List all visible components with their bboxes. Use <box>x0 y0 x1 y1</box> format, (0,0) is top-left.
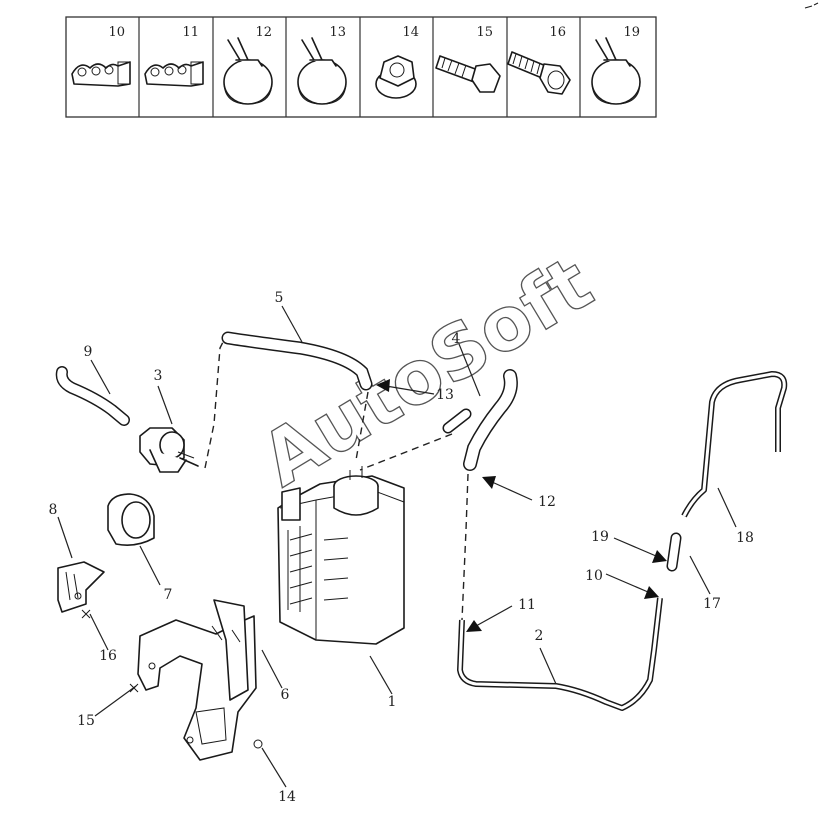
callout-13: 13 <box>436 387 454 403</box>
routing-line <box>204 335 227 469</box>
rubber-mount-icon <box>107 493 155 546</box>
legend-cell-number: 13 <box>329 25 346 40</box>
hose-clip-icon <box>144 61 204 87</box>
callout-4: 4 <box>452 331 461 347</box>
legend-cell-number: 14 <box>402 25 419 40</box>
hose-clip-icon <box>71 61 131 87</box>
callout-8: 8 <box>49 502 58 518</box>
callout-7: 7 <box>164 587 173 603</box>
callout-11: 11 <box>518 597 536 613</box>
legend-cell-number: 19 <box>623 25 640 40</box>
hose-clamp-icon <box>591 37 641 105</box>
callout-2: 2 <box>535 628 544 644</box>
arrow-13 <box>376 379 435 395</box>
parts-legend: 10 11 12 13 14 15 16 19 <box>65 16 657 118</box>
callout-12: 12 <box>538 494 556 510</box>
callout-10: 10 <box>585 568 603 584</box>
watermark: AutoSoft <box>247 240 607 503</box>
legend-cell-number: 11 <box>182 25 199 40</box>
callout-18: 18 <box>736 530 754 546</box>
callout-1: 1 <box>388 694 397 710</box>
flange-bolt-icon <box>435 55 501 93</box>
callout-17: 17 <box>703 596 721 612</box>
pipe-part-2 <box>457 597 663 711</box>
callout-15: 15 <box>77 713 95 729</box>
arrow-12 <box>482 476 533 501</box>
hose-clamp-icon <box>223 37 273 105</box>
arrow-19 <box>613 537 667 563</box>
callout-16: 16 <box>99 648 117 664</box>
callout-14: 14 <box>278 789 296 805</box>
arrow-11 <box>466 605 513 632</box>
callout-9: 9 <box>84 344 93 360</box>
purge-valve-icon <box>139 427 199 473</box>
legend-cell-number: 12 <box>255 25 272 40</box>
callout-3: 3 <box>154 368 163 384</box>
legend-cell-number: 15 <box>476 25 493 40</box>
legend-cell-number: 16 <box>549 25 566 40</box>
mounting-bracket-icon <box>137 599 257 761</box>
callout-5: 5 <box>275 290 284 306</box>
callout-19: 19 <box>591 529 609 545</box>
arrow-10 <box>605 573 659 599</box>
hose-clamp-icon <box>297 37 347 105</box>
corner-mark <box>804 2 819 9</box>
legend-cell-number: 10 <box>108 25 125 40</box>
stud-bolt-icon <box>507 51 571 95</box>
charcoal-canister-icon <box>277 466 405 645</box>
callouts: 1 2 3 4 5 6 7 8 9 10 11 12 13 14 15 16 1… <box>49 290 754 805</box>
small-bracket-icon <box>57 561 105 613</box>
exploded-view <box>55 305 788 788</box>
flange-nut-icon <box>375 55 417 99</box>
callout-6: 6 <box>281 687 290 703</box>
